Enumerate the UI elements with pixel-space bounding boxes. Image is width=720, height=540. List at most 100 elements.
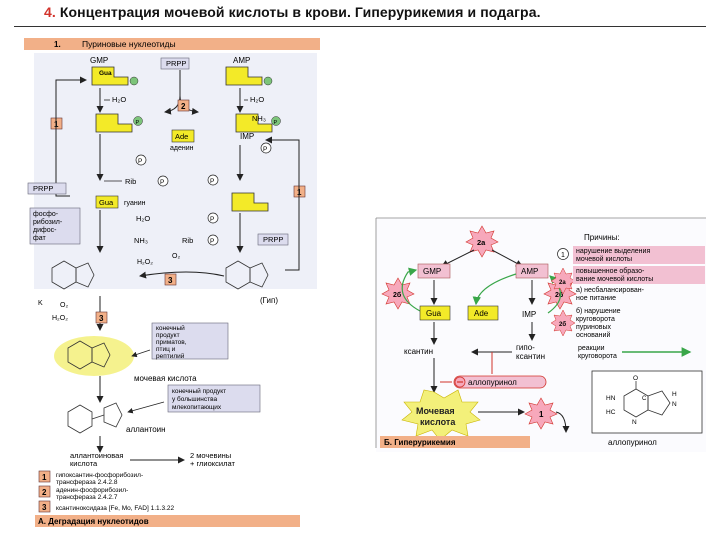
uric-acid-burst: Мочевая кислота (401, 389, 481, 441)
h2o-label-2: H₂O (250, 95, 264, 104)
imp-label: IMP (240, 132, 254, 141)
section-number: 1. (54, 40, 61, 49)
allantoic-acid-label: аллантоиновая кислота (70, 451, 126, 468)
enzyme-2-badge (177, 99, 190, 112)
o2-label: O₂ (172, 253, 180, 260)
prpp-left-desc: фосфо- рибозил- дифос- фат (33, 211, 64, 242)
svg-text:аллопуринол: аллопуринол (468, 378, 517, 387)
allantoin-label: аллантоин (126, 425, 166, 434)
nucleoside-right-icon: P (235, 113, 281, 133)
p-circle-1: P (135, 154, 147, 166)
burst-2b-left: 2б (381, 277, 415, 310)
section-header-bar (24, 38, 320, 50)
rib-label-1: Rib (125, 177, 136, 186)
allopurinol-caption: аллопуринол (608, 438, 657, 447)
allantoin-structure (67, 402, 123, 434)
title-divider (14, 26, 706, 27)
struct-h: H (672, 391, 677, 398)
section-title: Пуриновые нуклеотиды (82, 39, 176, 49)
end-product-text-1: конечный продукт приматов, птиц и рептил… (156, 324, 188, 360)
prpp-left-label: PRPP (33, 184, 53, 193)
guanine-label: гуанин (124, 200, 146, 207)
p-circle-5: P (207, 212, 219, 224)
burst-2a: 2a (465, 225, 499, 258)
svg-text:повышенное образо-вание мочево: повышенное образо-вание мочевой кислоты (576, 267, 653, 283)
svg-text:а) несбалансирован-ное питание: а) несбалансирован-ное питание (576, 286, 645, 302)
end-product-text-2: конечный продукт у большинства млекопита… (172, 387, 228, 411)
prpp-left-box (27, 182, 67, 195)
h2o-label-3: H₂O (136, 214, 150, 223)
legend-item-3: 3 ксантиноксидаза [Fe, Mo, FAD] 1.1.3.22 (38, 500, 174, 513)
gua-label: Gua (99, 198, 114, 207)
gmp-nucleotide-icon: Gua (91, 66, 139, 86)
struct-hn: HN (606, 395, 616, 402)
gmp-box (417, 263, 451, 279)
p-circle-2: P (207, 174, 219, 186)
svg-text:P: P (138, 158, 142, 165)
hyp-label: (Гип) (260, 296, 278, 305)
gua-box (95, 195, 119, 209)
caption-b: Б. Гиперурикемия (384, 438, 456, 447)
svg-text:1: 1 (539, 410, 544, 419)
svg-text:P: P (136, 120, 140, 126)
prpp-right-box (257, 233, 289, 246)
svg-text:3: 3 (42, 503, 47, 512)
svg-text:P: P (210, 238, 214, 245)
legend-item-2: 2 аденин-фосфорибозил-трансфераза 2.4.2.… (38, 485, 128, 501)
allopurinol-structure-box (591, 370, 703, 434)
svg-text:гипоксантин-фосфорибозил-транс: гипоксантин-фосфорибозил-трансфераза 2.4… (56, 471, 143, 486)
panel-a: 1. Пуриновые нуклеотиды GMP PRPP AMP Gua… (24, 38, 320, 527)
amp-label-b: AMP (521, 267, 538, 276)
panel-b: 2a GMP AMP 2б 2б Gua Ade IMP ксантин гип… (375, 217, 706, 452)
slide-title: 4. Концентрация мочевой кислоты в крови.… (44, 4, 541, 20)
h2o2-label-2: H₂O₂ (52, 315, 68, 322)
svg-text:P: P (160, 179, 164, 186)
cause-2b: 2б б) нарушение круговорота пуриновых ос… (550, 307, 623, 339)
svg-text:2: 2 (42, 488, 47, 497)
enzyme-3-number-2: 3 (99, 314, 104, 323)
svg-text:Мочевая кислота: Мочевая кислота (416, 406, 457, 427)
struct-hc: HC (606, 409, 616, 416)
enzyme-3-number-1: 3 (168, 276, 173, 285)
prpp-top-box (160, 57, 190, 70)
cause-2a: а) несбалансирован-ное питание (576, 286, 645, 302)
svg-text:1: 1 (561, 252, 565, 259)
rib-label-2: Rib (182, 236, 193, 245)
allopurinol-structure (623, 381, 671, 418)
pathway-background (34, 53, 317, 289)
svg-text:б) нарушение круговоро: б) нарушение круговорота пуриновых основ… (576, 307, 623, 339)
ade-box-b (467, 305, 499, 321)
struct-n-right: N (672, 401, 677, 408)
caption-bar-b (380, 436, 530, 448)
svg-text:1: 1 (42, 473, 47, 482)
adenine-label: аденин (170, 145, 194, 152)
struct-c: C (642, 396, 647, 402)
uric-acid-label: мочевая кислота (134, 374, 197, 383)
ade-box (171, 129, 195, 143)
caption-a: A. Деградация нуклеотидов (38, 517, 149, 526)
svg-text:2б: 2б (559, 321, 566, 328)
svg-text:P: P (210, 178, 214, 185)
hypoxanthine-structure (225, 260, 269, 290)
uric-acid-structure (54, 336, 134, 376)
ade-label-b: Ade (474, 309, 489, 318)
enzyme-3-badge-1 (164, 273, 177, 286)
o2-label-2: O₂ (60, 302, 68, 309)
nh3-label-2: NH₃ (134, 236, 148, 245)
gua-label-b: Gua (426, 309, 442, 318)
slide-title-text: Концентрация мочевой кислоты в крови. Ги… (59, 4, 541, 20)
burst-1: 1 (524, 397, 558, 430)
amp-nucleotide-icon (225, 66, 273, 86)
enzyme-2-number: 2 (181, 102, 186, 111)
p-circle-6: P (207, 234, 219, 246)
cause-2: 2a повышенное образо-вание мочевой кисло… (550, 266, 705, 295)
k-label: K (38, 300, 43, 307)
xanthine-label: ксантин (404, 347, 433, 356)
hypoxanthine-label: гипо- ксантин (516, 343, 545, 361)
prpp-right-label: PRPP (263, 235, 283, 244)
nucleoside-imp-icon (231, 192, 269, 212)
enzyme-3-badge-2 (95, 311, 108, 324)
